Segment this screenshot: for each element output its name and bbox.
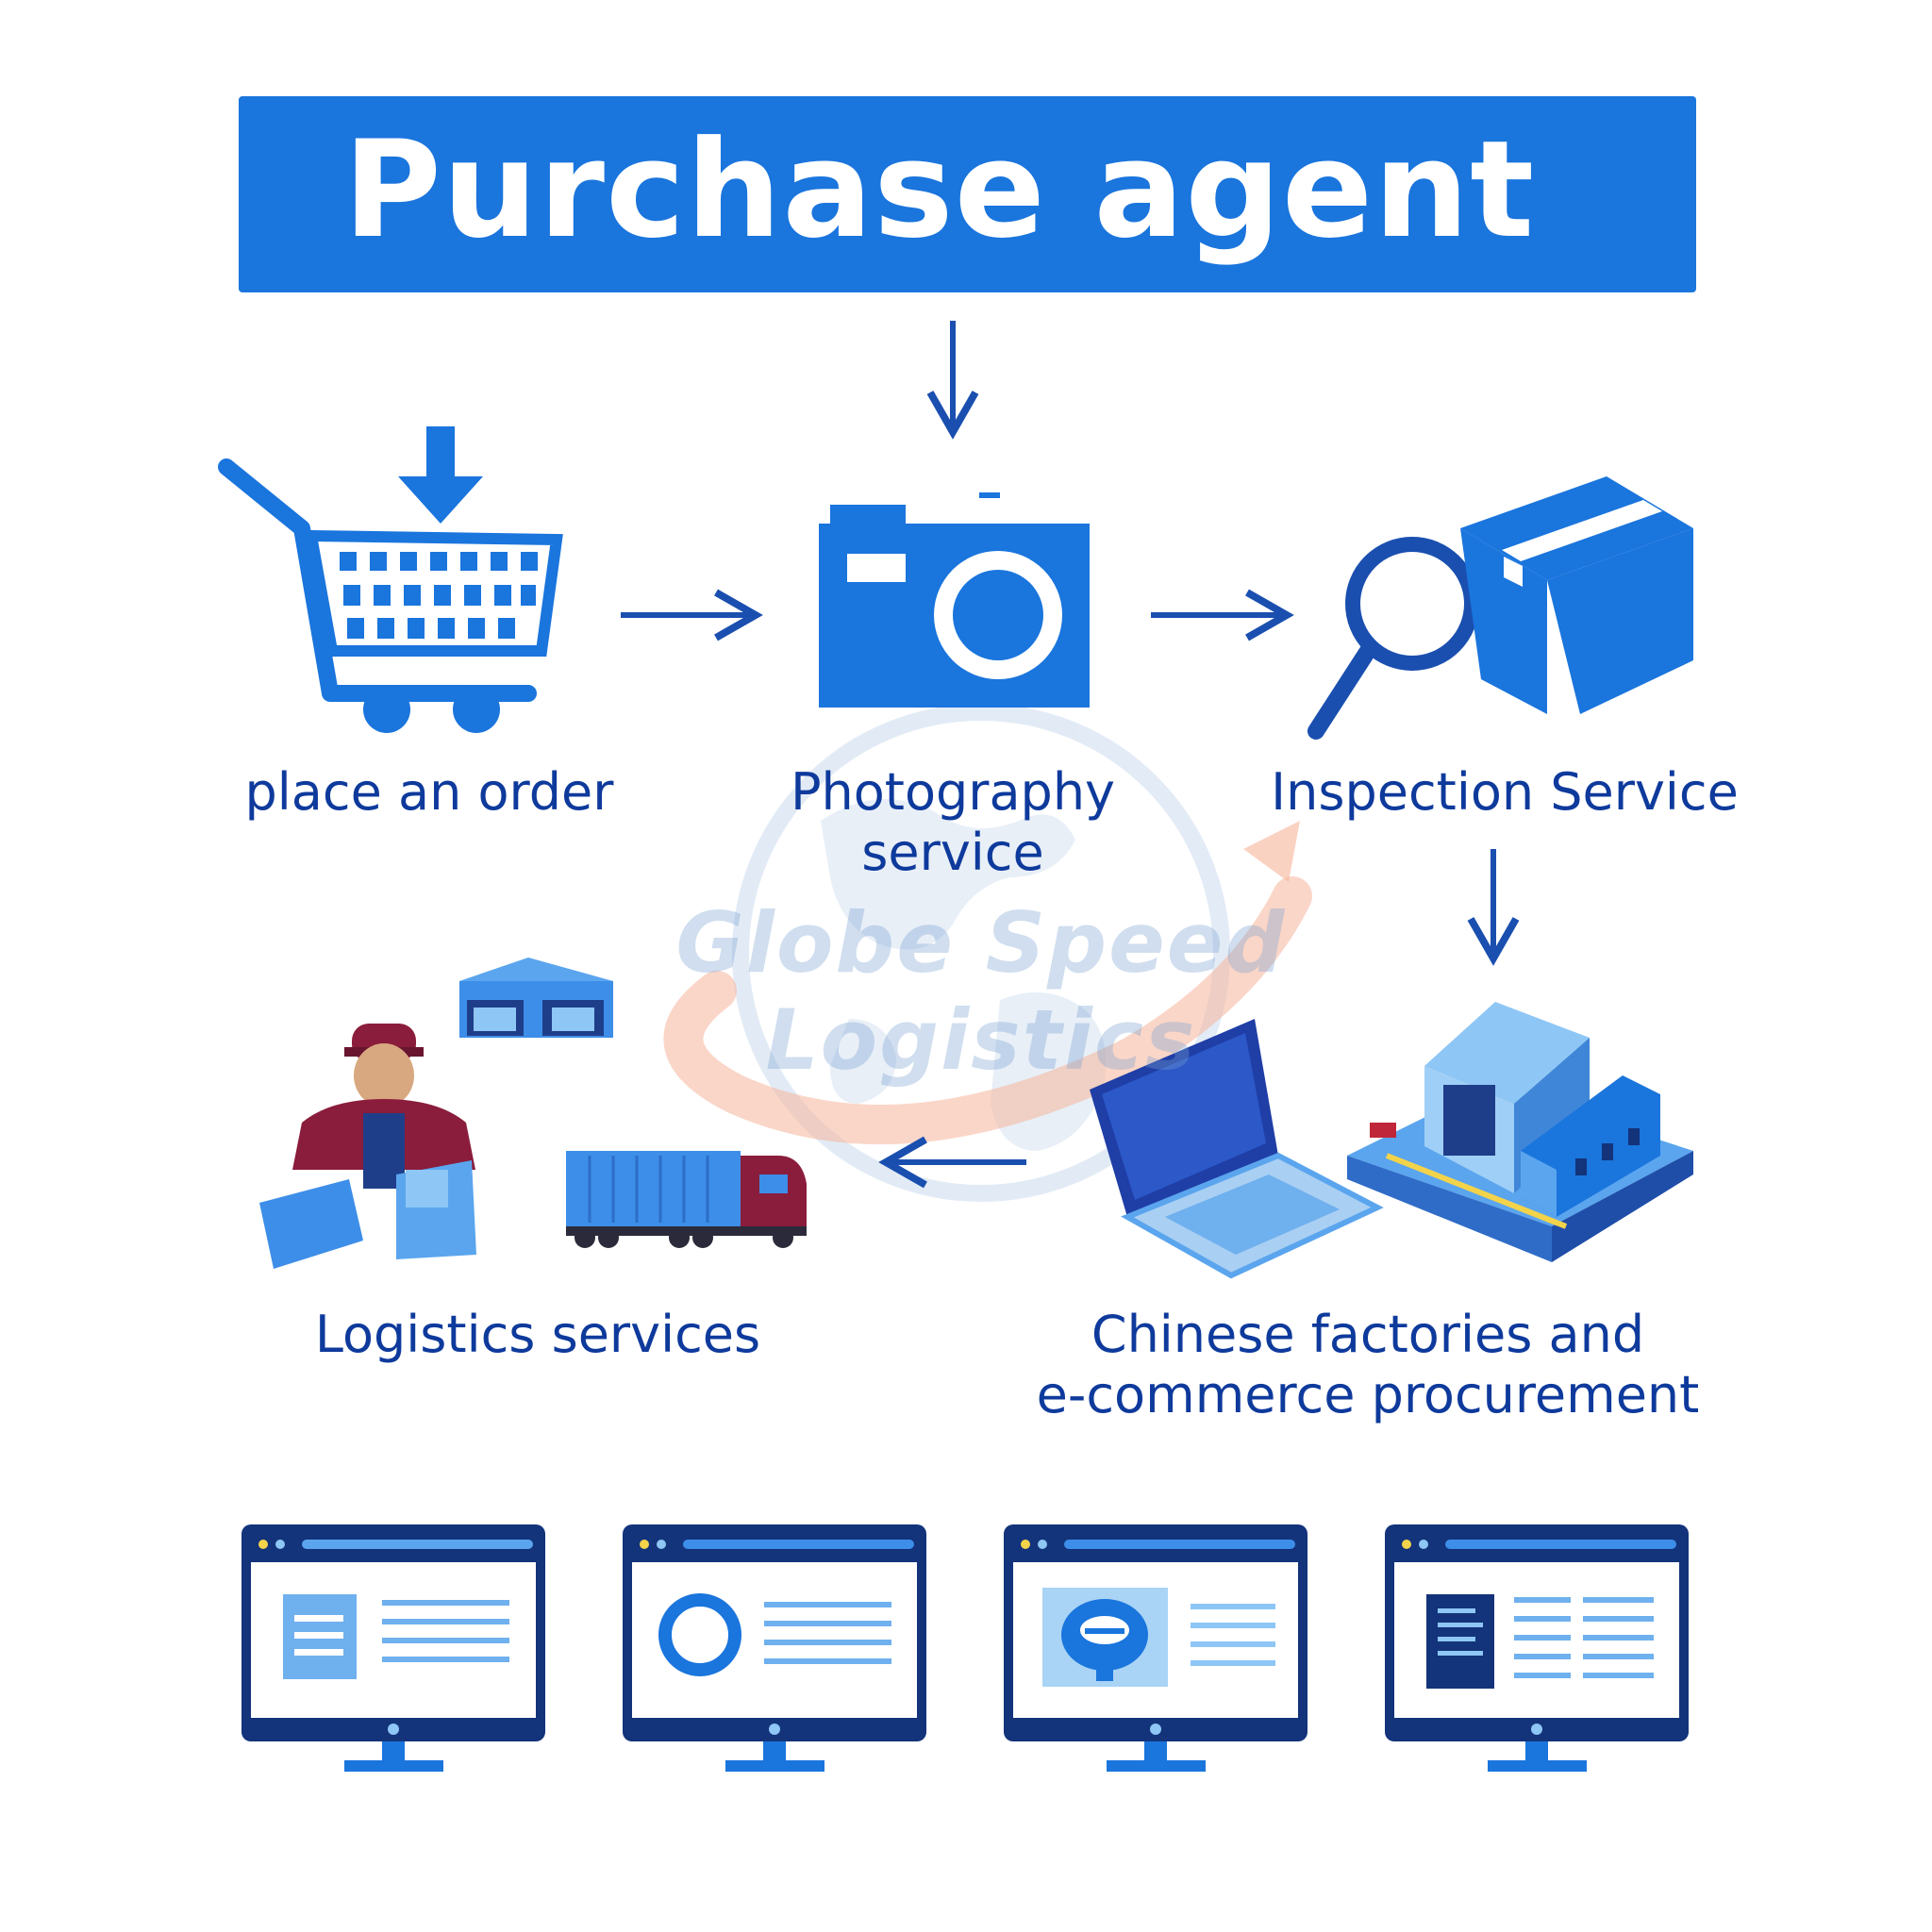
box-icon [1460, 476, 1693, 714]
label-inspection-text: Inspection Service [1271, 762, 1739, 822]
globe-icon [732, 704, 1230, 1202]
swoosh-arrow [663, 876, 1312, 1144]
monitor-icon [623, 1524, 926, 1772]
monitor-icon [1385, 1524, 1689, 1772]
watermark-text: Globe Speed Logistics [675, 894, 1287, 1089]
worker-icon [259, 1024, 476, 1269]
magnifier-icon [1307, 537, 1479, 740]
label-place-an-order-text: place an order [244, 762, 614, 822]
label-procurement: Chinese factories and e-commerce procure… [981, 1305, 1755, 1425]
truck-icon [566, 1151, 807, 1248]
title-banner: Purchase agent [239, 96, 1696, 292]
page-title: Purchase agent [342, 111, 1536, 268]
label-place-an-order: place an order [217, 762, 641, 823]
shopping-cart-icon [218, 426, 563, 733]
label-photography-service: Photography service [717, 762, 1189, 883]
factory-icon [1347, 1002, 1693, 1262]
warehouse-icon [459, 958, 613, 1038]
label-photography-line2: service [861, 823, 1044, 882]
camera-icon [819, 492, 1090, 708]
label-procurement-line2: e-commerce procurement [1036, 1365, 1700, 1424]
swoosh-arrowhead [1243, 821, 1300, 882]
label-photography-line1: Photography [790, 762, 1116, 822]
monitor-icon [1004, 1524, 1307, 1772]
laptop-icon [1090, 1019, 1384, 1279]
label-procurement-line1: Chinese factories and [1091, 1305, 1645, 1364]
monitor-icon [242, 1524, 545, 1772]
label-logistics-text: Logistics services [314, 1305, 761, 1364]
label-inspection-service: Inspection Service [1231, 762, 1778, 823]
label-logistics-services: Logistics services [274, 1305, 802, 1365]
